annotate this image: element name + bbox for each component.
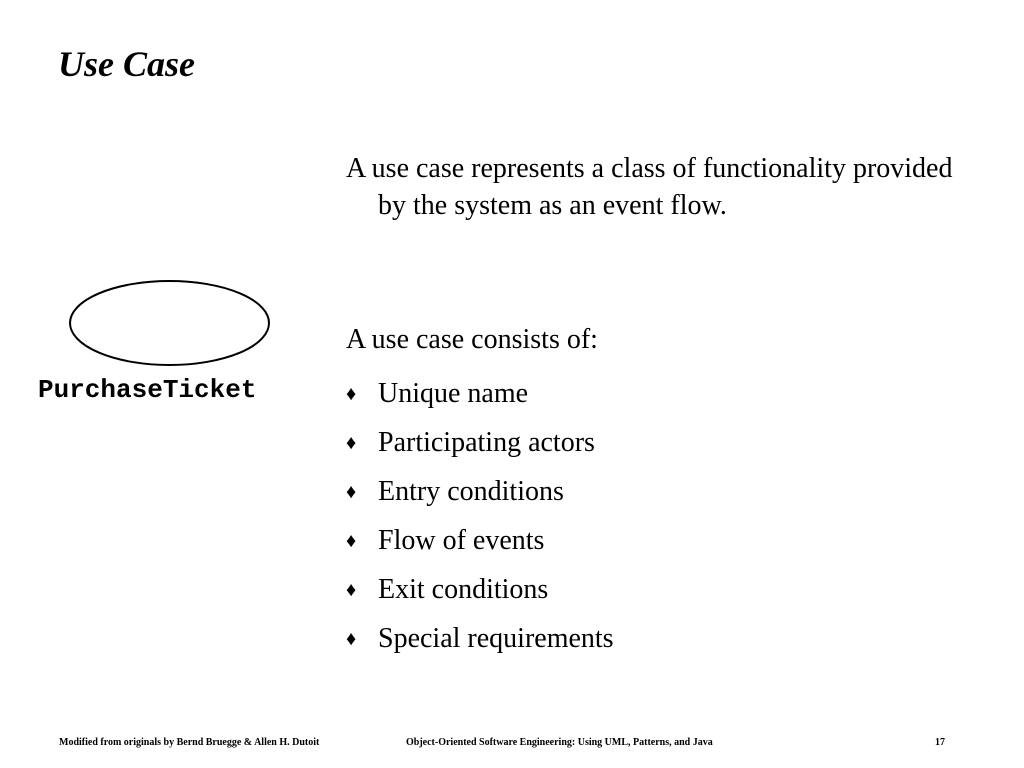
consists-intro: A use case consists of: <box>346 324 598 355</box>
bullet-item-entry-conditions: ♦ Entry conditions <box>346 467 966 516</box>
bullet-list: ♦ Unique name ♦ Participating actors ♦ E… <box>346 369 966 663</box>
description-block: A use case represents a class of functio… <box>346 150 966 224</box>
diamond-bullet-icon: ♦ <box>346 382 357 405</box>
bullet-text: Flow of events <box>378 524 545 556</box>
diamond-bullet-icon: ♦ <box>346 480 357 503</box>
bullet-item-flow-of-events: ♦ Flow of events <box>346 516 966 565</box>
bullet-text: Unique name <box>378 377 529 409</box>
footer-credit: Modified from originals by Bernd Bruegge… <box>59 737 320 748</box>
bullet-text: Special requirements <box>378 622 614 654</box>
diamond-bullet-icon: ♦ <box>346 529 357 552</box>
diamond-bullet-icon: ♦ <box>346 578 357 601</box>
bullet-text: Exit conditions <box>378 573 549 605</box>
use-case-name: PurchaseTicket <box>38 375 257 405</box>
bullet-item-special-requirements: ♦ Special requirements <box>346 614 966 663</box>
page-number: 17 <box>935 737 945 748</box>
slide-title: Use Case <box>58 44 195 84</box>
footer-book-title: Object-Oriented Software Engineering: Us… <box>406 737 713 748</box>
consists-block: A use case consists of: ♦ Unique name ♦ … <box>346 320 966 663</box>
bullet-item-participating-actors: ♦ Participating actors <box>346 418 966 467</box>
bullet-text: Participating actors <box>378 426 595 458</box>
bullet-text: Entry conditions <box>378 475 564 507</box>
bullet-item-unique-name: ♦ Unique name <box>346 369 966 418</box>
diamond-bullet-icon: ♦ <box>346 627 357 650</box>
bullet-item-exit-conditions: ♦ Exit conditions <box>346 565 966 614</box>
diamond-bullet-icon: ♦ <box>346 431 357 454</box>
use-case-description: A use case represents a class of functio… <box>346 153 953 221</box>
use-case-ellipse <box>69 280 270 366</box>
